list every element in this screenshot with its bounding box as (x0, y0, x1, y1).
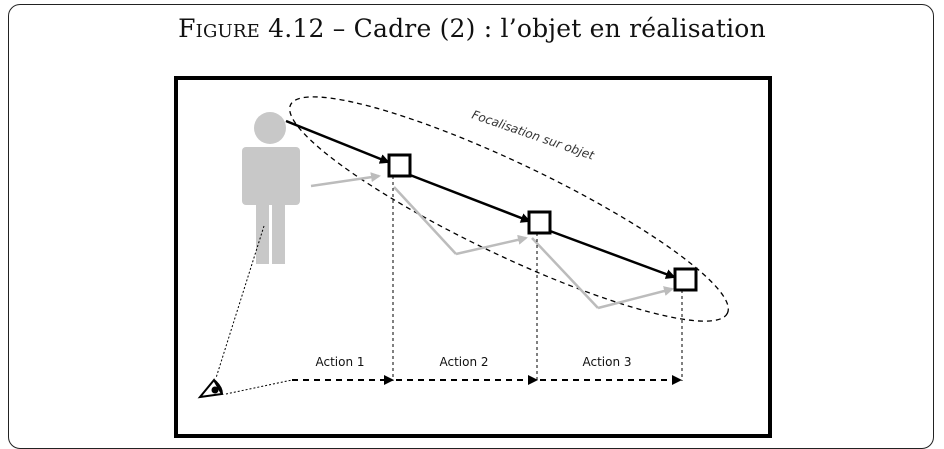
figure-label: Figure (178, 14, 261, 43)
figure-title: Cadre (2) : l’objet en réalisation (353, 14, 766, 43)
object-square-1 (387, 153, 412, 178)
action-label-1: Action 1 (315, 355, 364, 369)
object-square-2 (527, 210, 552, 235)
sight-line (215, 225, 265, 379)
figure-caption: Figure 4.12 – Cadre (2) : l’objet en réa… (0, 14, 944, 43)
action-dividers (392, 176, 683, 381)
eye-icon (197, 378, 224, 399)
diagram: Focalisation sur objet Action 1 Action 2… (174, 76, 772, 438)
action-label-3: Action 3 (582, 355, 631, 369)
object-square-3 (673, 267, 698, 292)
caption-separator: – (332, 14, 346, 43)
person-icon (242, 112, 300, 264)
object-focus-path (285, 119, 676, 279)
action-label-2: Action 2 (439, 355, 488, 369)
figure-number: 4.12 (268, 14, 325, 43)
focus-ellipse (289, 96, 729, 322)
eye-to-timeline-line (225, 379, 293, 395)
secondary-action-path (310, 172, 674, 310)
